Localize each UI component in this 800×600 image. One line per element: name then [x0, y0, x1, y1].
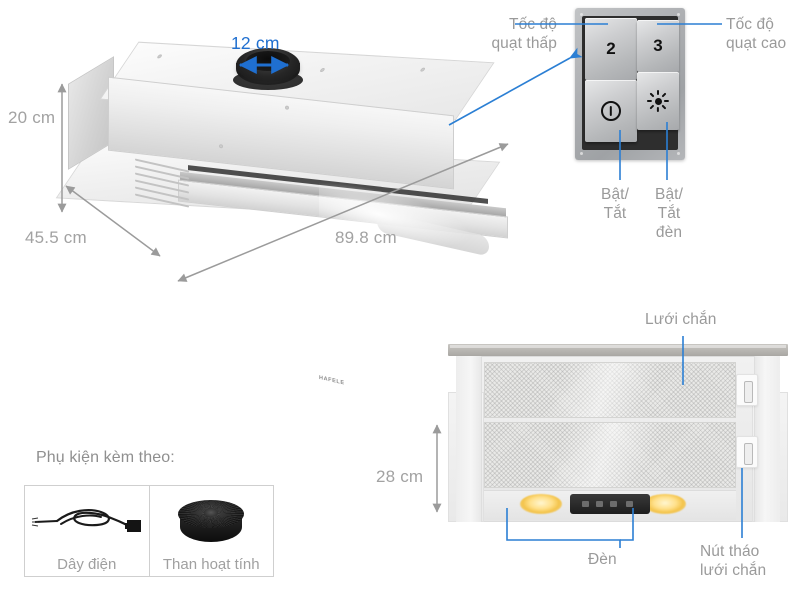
brand-logo: HAFELE	[319, 374, 345, 387]
accessory-caption-power-cord: Dây điện	[57, 556, 117, 573]
screw-icon	[580, 152, 583, 155]
fan-speed-3-button[interactable]: 3	[637, 20, 679, 72]
screw-icon	[219, 144, 223, 149]
dimension-height-label: 20 cm	[8, 108, 56, 127]
power-icon	[601, 101, 621, 121]
filter-release-latch-lower[interactable]	[736, 436, 758, 468]
screw-icon	[580, 13, 583, 16]
callout-grease-filter: Lưới chắn	[645, 311, 717, 328]
lamp-right	[644, 494, 686, 514]
grease-filter-lower	[484, 422, 736, 488]
accessories-box: Dây điện Than hoạt tính	[24, 485, 274, 577]
light-button[interactable]	[637, 72, 679, 130]
power-button[interactable]	[585, 80, 637, 142]
screw-icon	[677, 13, 680, 16]
hood-perspective-view: HAFELE	[55, 30, 530, 387]
screw-icon	[285, 105, 289, 110]
dimension-duct-label: 12 cm	[231, 33, 280, 53]
light-module	[570, 494, 650, 514]
accessory-item-power-cord: Dây điện	[25, 486, 149, 576]
callout-lights: Đèn	[588, 551, 617, 568]
dimension-depth-label: 45.5 cm	[25, 228, 87, 247]
dimension-width-label: 89.8 cm	[335, 228, 397, 247]
filter-release-latch-upper[interactable]	[736, 374, 758, 406]
fan-speed-2-label: 2	[606, 39, 616, 58]
sun-icon	[647, 90, 670, 112]
fan-speed-2-button[interactable]: 2	[585, 18, 637, 80]
fan-speed-3-label: 3	[653, 36, 663, 55]
callout-light-toggle: Bật/ Tắt đèn	[655, 186, 683, 241]
grease-filter-upper	[484, 362, 736, 418]
screw-icon	[677, 152, 680, 155]
duct-opening	[246, 51, 290, 71]
control-panel: 2 3	[575, 8, 685, 160]
callout-low-speed: Tốc độ quạt thấp	[491, 16, 557, 52]
front-filter-view	[448, 344, 788, 534]
carbon-filter-illustration	[150, 492, 274, 548]
dimension-front-height-label: 28 cm	[376, 467, 424, 486]
screw-icon	[319, 67, 326, 73]
hood-top-lip	[448, 344, 788, 356]
accessory-item-carbon-filter: Than hoạt tính	[148, 486, 274, 576]
accessory-caption-carbon-filter: Than hoạt tính	[162, 556, 260, 573]
callout-filter-release: Nút tháo lưới chắn	[700, 543, 767, 579]
callout-high-speed: Tốc độ quạt cao	[726, 16, 787, 52]
lamp-left	[520, 494, 562, 514]
screw-icon	[156, 54, 163, 59]
screw-icon	[419, 67, 426, 72]
hood-side-panel-left	[456, 356, 482, 522]
power-cord-illustration	[25, 492, 149, 548]
accessories-heading: Phụ kiện kèm theo:	[36, 449, 175, 466]
callout-power-toggle: Bật/ Tắt	[601, 186, 629, 222]
